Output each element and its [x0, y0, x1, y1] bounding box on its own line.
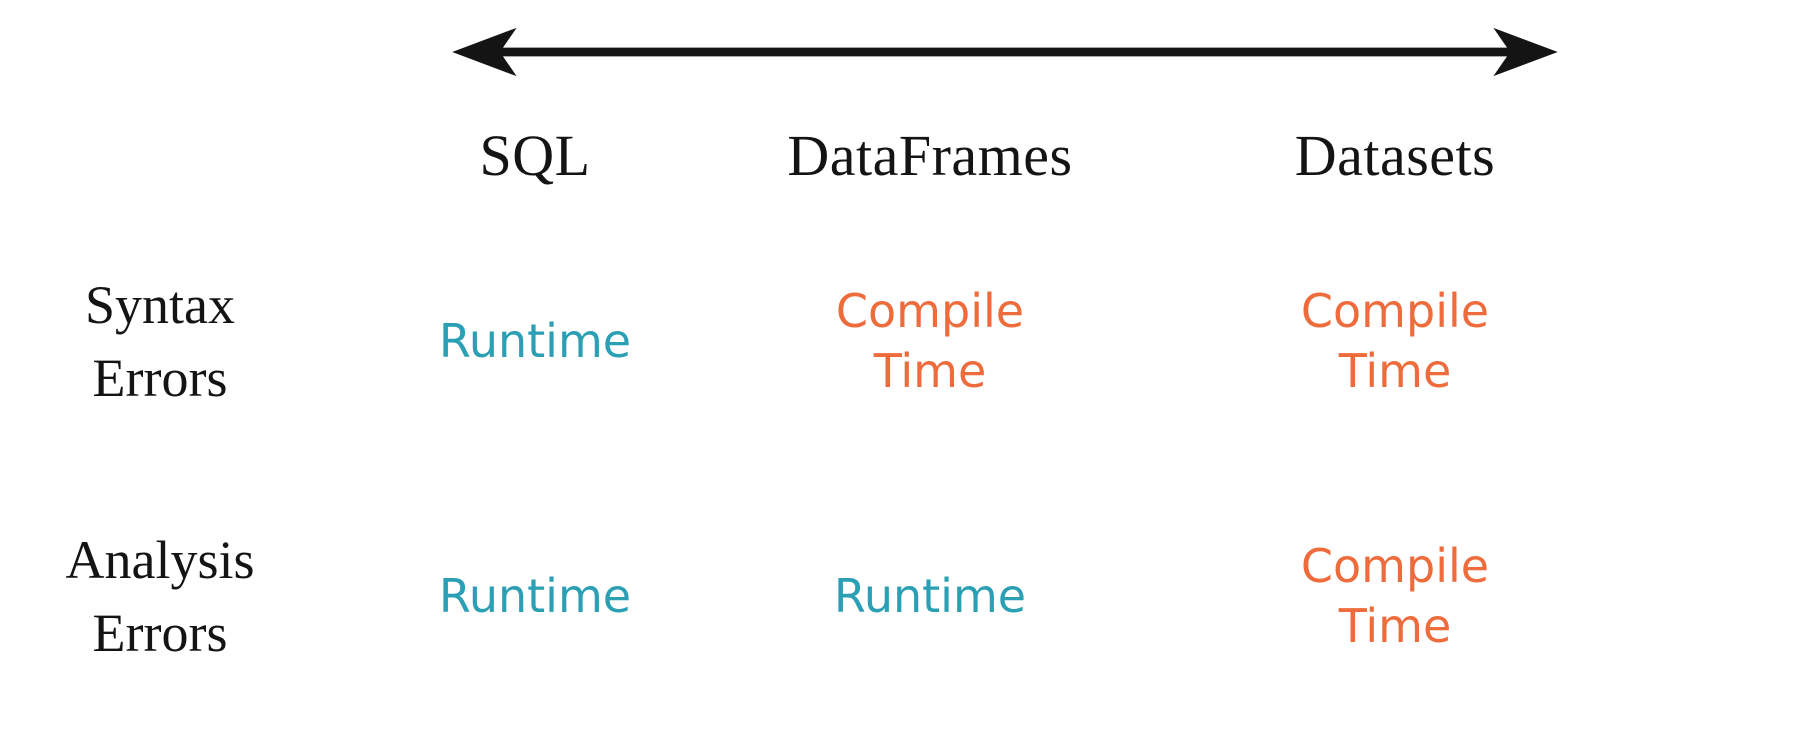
cell-syntax-errors-datasets: Compile Time	[1300, 283, 1490, 398]
double-arrow-icon	[452, 27, 1558, 77]
column-header-sql: SQL	[479, 122, 591, 188]
row-label-analysis-errors: Analysis Errors	[65, 529, 255, 663]
cell-analysis-errors-dataframes: Runtime	[833, 568, 1027, 623]
row-label-syntax-errors: Syntax Errors	[84, 274, 235, 408]
cell-analysis-errors-sql: Runtime	[438, 568, 632, 623]
spectrum-double-arrow	[320, 8, 1680, 96]
column-header-datasets: Datasets	[1294, 122, 1496, 188]
cell-analysis-errors-datasets: Compile Time	[1300, 538, 1490, 653]
cell-syntax-errors-sql: Runtime	[438, 313, 632, 368]
cell-syntax-errors-dataframes: Compile Time	[835, 283, 1025, 398]
column-header-dataframes: DataFrames	[787, 122, 1073, 188]
